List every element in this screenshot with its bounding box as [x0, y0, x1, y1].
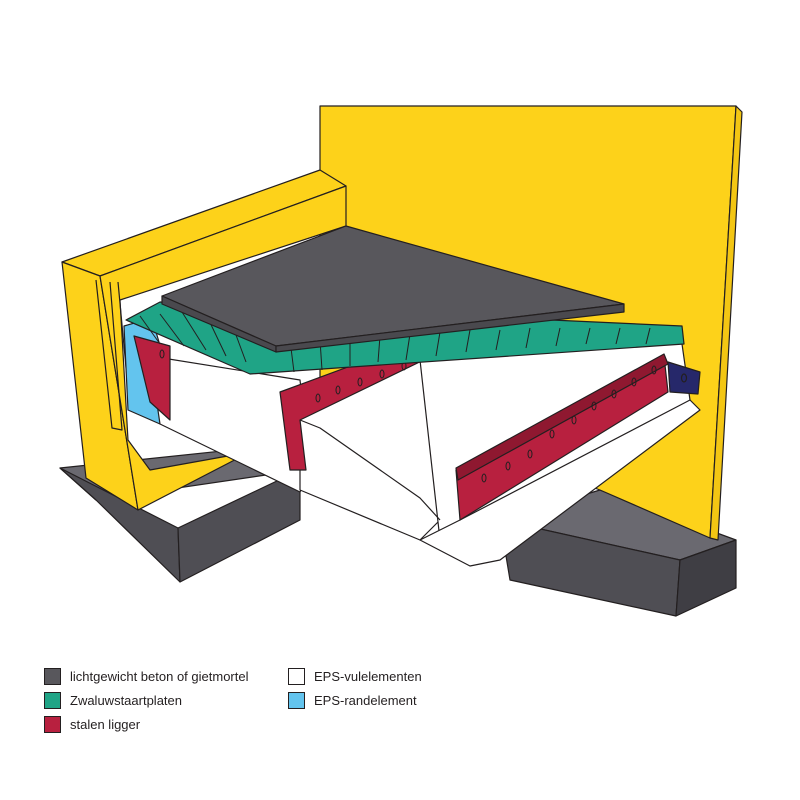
legend-label: lichtgewicht beton of gietmortel: [70, 668, 249, 684]
floor-system-diagram: [59, 105, 743, 617]
bracket-hole: [680, 373, 688, 383]
legend-label: EPS-vulelementen: [314, 668, 422, 684]
legend-item-dovetail: Zwaluwstaartplaten: [44, 690, 182, 710]
legend-label: stalen ligger: [70, 716, 141, 732]
concrete-slab: [161, 225, 625, 353]
legend-label: EPS-randelement: [314, 692, 417, 708]
base-front: [177, 469, 301, 583]
eps-edge-swatch: [288, 691, 305, 709]
legend-item-eps-edge: EPS-randelement: [288, 690, 417, 710]
eps-filler-edge: [299, 419, 441, 521]
legend-item-concrete: lichtgewicht beton of gietmortel: [44, 666, 248, 686]
left-wall: [61, 169, 347, 511]
wall-groove: [95, 279, 123, 431]
legend: lichtgewicht beton of gietmortel Zwaluws…: [44, 666, 464, 746]
base-side-right: [675, 539, 737, 617]
left-wall-inner: [99, 185, 347, 511]
legend-item-steel: stalen ligger: [44, 714, 140, 734]
beam-holes: [159, 349, 657, 483]
concrete-right: [275, 303, 625, 353]
back-wall-edge: [709, 105, 743, 541]
steel-beams: [133, 335, 669, 521]
legend-label: Zwaluwstaartplaten: [70, 692, 182, 708]
dovetail-swatch: [44, 691, 61, 709]
eps-filler-swatch: [288, 667, 305, 685]
legend-item-eps-filler: EPS-vulelementen: [288, 666, 422, 686]
support-bracket: [667, 361, 701, 395]
concrete-swatch: [44, 667, 61, 685]
steel-swatch: [44, 715, 61, 733]
